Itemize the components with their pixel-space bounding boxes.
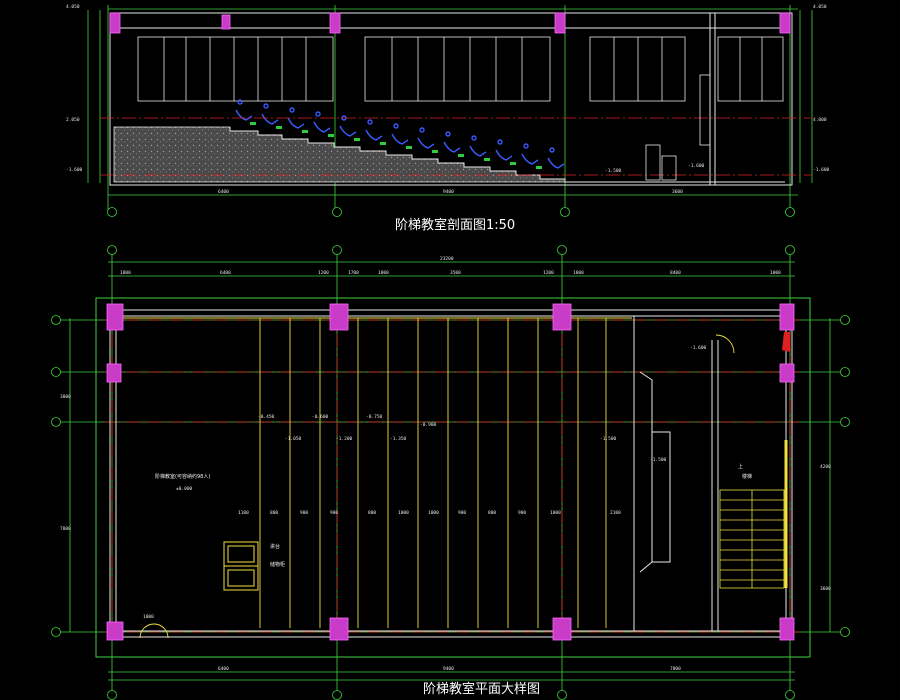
plan-columns [106, 303, 795, 641]
svg-text:900: 900 [458, 510, 466, 516]
svg-text:-0.450: -0.450 [258, 414, 275, 420]
svg-text:1000: 1000 [428, 510, 439, 516]
svg-text:-0.600: -0.600 [312, 414, 329, 420]
closet-units [223, 541, 259, 591]
svg-text:6400: 6400 [220, 270, 231, 276]
sec-dim-1: 6400 [218, 189, 229, 195]
platform-note: 讲台 [270, 543, 280, 550]
svg-text:900: 900 [330, 510, 338, 516]
section-view: 6400 9400 3600 4.050 2.050 -1.600 4.050 … [66, 4, 830, 233]
svg-text:2100: 2100 [610, 510, 621, 516]
room-elev: ±0.000 [176, 486, 193, 492]
stair-block [719, 489, 785, 589]
room-label: 阶梯教室(可容纳约98人) [155, 473, 210, 480]
platform-elev: -1.500 [650, 457, 667, 463]
svg-text:8400: 8400 [670, 270, 681, 276]
sec-elev-low: -1.600 [66, 167, 83, 173]
sec-elev-mid: 2.050 [66, 117, 80, 123]
svg-text:7800: 7800 [60, 526, 71, 532]
svg-text:-1.350: -1.350 [390, 436, 407, 442]
svg-text:1700: 1700 [348, 270, 359, 276]
sec-relev-top: 4.050 [813, 4, 827, 10]
svg-text:1000: 1000 [770, 270, 781, 276]
plan-top-dims: 1800 6400 1200 1700 1800 3500 1200 1800 … [120, 270, 781, 276]
svg-text:3500: 3500 [450, 270, 461, 276]
door-elev: -1.600 [690, 345, 707, 351]
sec-elev-top: 4.050 [66, 4, 80, 10]
svg-text:900: 900 [518, 510, 526, 516]
svg-text:7000: 7000 [670, 666, 681, 672]
svg-text:6400: 6400 [218, 666, 229, 672]
svg-text:-0.750: -0.750 [366, 414, 383, 420]
svg-text:800: 800 [488, 510, 496, 516]
svg-text:-1.500: -1.500 [600, 436, 617, 442]
svg-text:4200: 4200 [820, 464, 831, 470]
closet-note: 储物柜 [270, 561, 285, 568]
plan-bottom-dims: 6400 9400 7000 [218, 666, 681, 672]
plan-side-dims: 3000 7800 4200 3600 [60, 394, 831, 592]
plan-view: 23200 1800 6400 1200 1700 1800 3500 1200… [51, 245, 850, 700]
svg-text:1800: 1800 [120, 270, 131, 276]
svg-text:-0.900: -0.900 [420, 422, 437, 428]
plan-row-dims: 1100 800 900 900 800 1000 1000 900 800 9… [238, 510, 621, 516]
svg-text:1800: 1800 [378, 270, 389, 276]
svg-text:900: 900 [300, 510, 308, 516]
section-fill [113, 126, 566, 183]
svg-text:800: 800 [368, 510, 376, 516]
svg-text:9400: 9400 [443, 666, 454, 672]
stair-up-note: 上 [738, 463, 743, 470]
sec-dim-2: 9400 [443, 189, 454, 195]
svg-text:3600: 3600 [820, 586, 831, 592]
section-title: 阶梯教室剖面图1:50 [395, 217, 515, 233]
svg-text:3000: 3000 [60, 394, 71, 400]
sec-floor-elev: -1.500 [605, 168, 622, 174]
door-dim: 1000 [143, 614, 154, 620]
svg-text:800: 800 [270, 510, 278, 516]
stair-note: 楼梯 [742, 473, 752, 480]
plan-title: 阶梯教室平面大样图 [423, 681, 540, 697]
svg-text:1000: 1000 [550, 510, 561, 516]
sec-relev-mid: 4.000 [813, 117, 827, 123]
svg-text:1000: 1000 [398, 510, 409, 516]
svg-text:-1.050: -1.050 [285, 436, 302, 442]
plan-notes: 阶梯教室(可容纳约98人) ±0.000 讲台 储物柜 楼梯 上 1000 -1… [143, 345, 752, 620]
sec-dim-3: 3600 [672, 189, 683, 195]
plan-step-elevs: -0.450 -0.600 -0.750 -0.900 -1.050 -1.20… [258, 414, 617, 442]
sec-relev-low: -1.600 [813, 167, 830, 173]
plan-overall-dim: 23200 [440, 256, 454, 262]
svg-text:1100: 1100 [238, 510, 249, 516]
sec-floor-elev-2: -1.600 [688, 163, 705, 169]
svg-text:1200: 1200 [543, 270, 554, 276]
svg-text:1800: 1800 [573, 270, 584, 276]
svg-text:-1.200: -1.200 [336, 436, 353, 442]
svg-text:1200: 1200 [318, 270, 329, 276]
